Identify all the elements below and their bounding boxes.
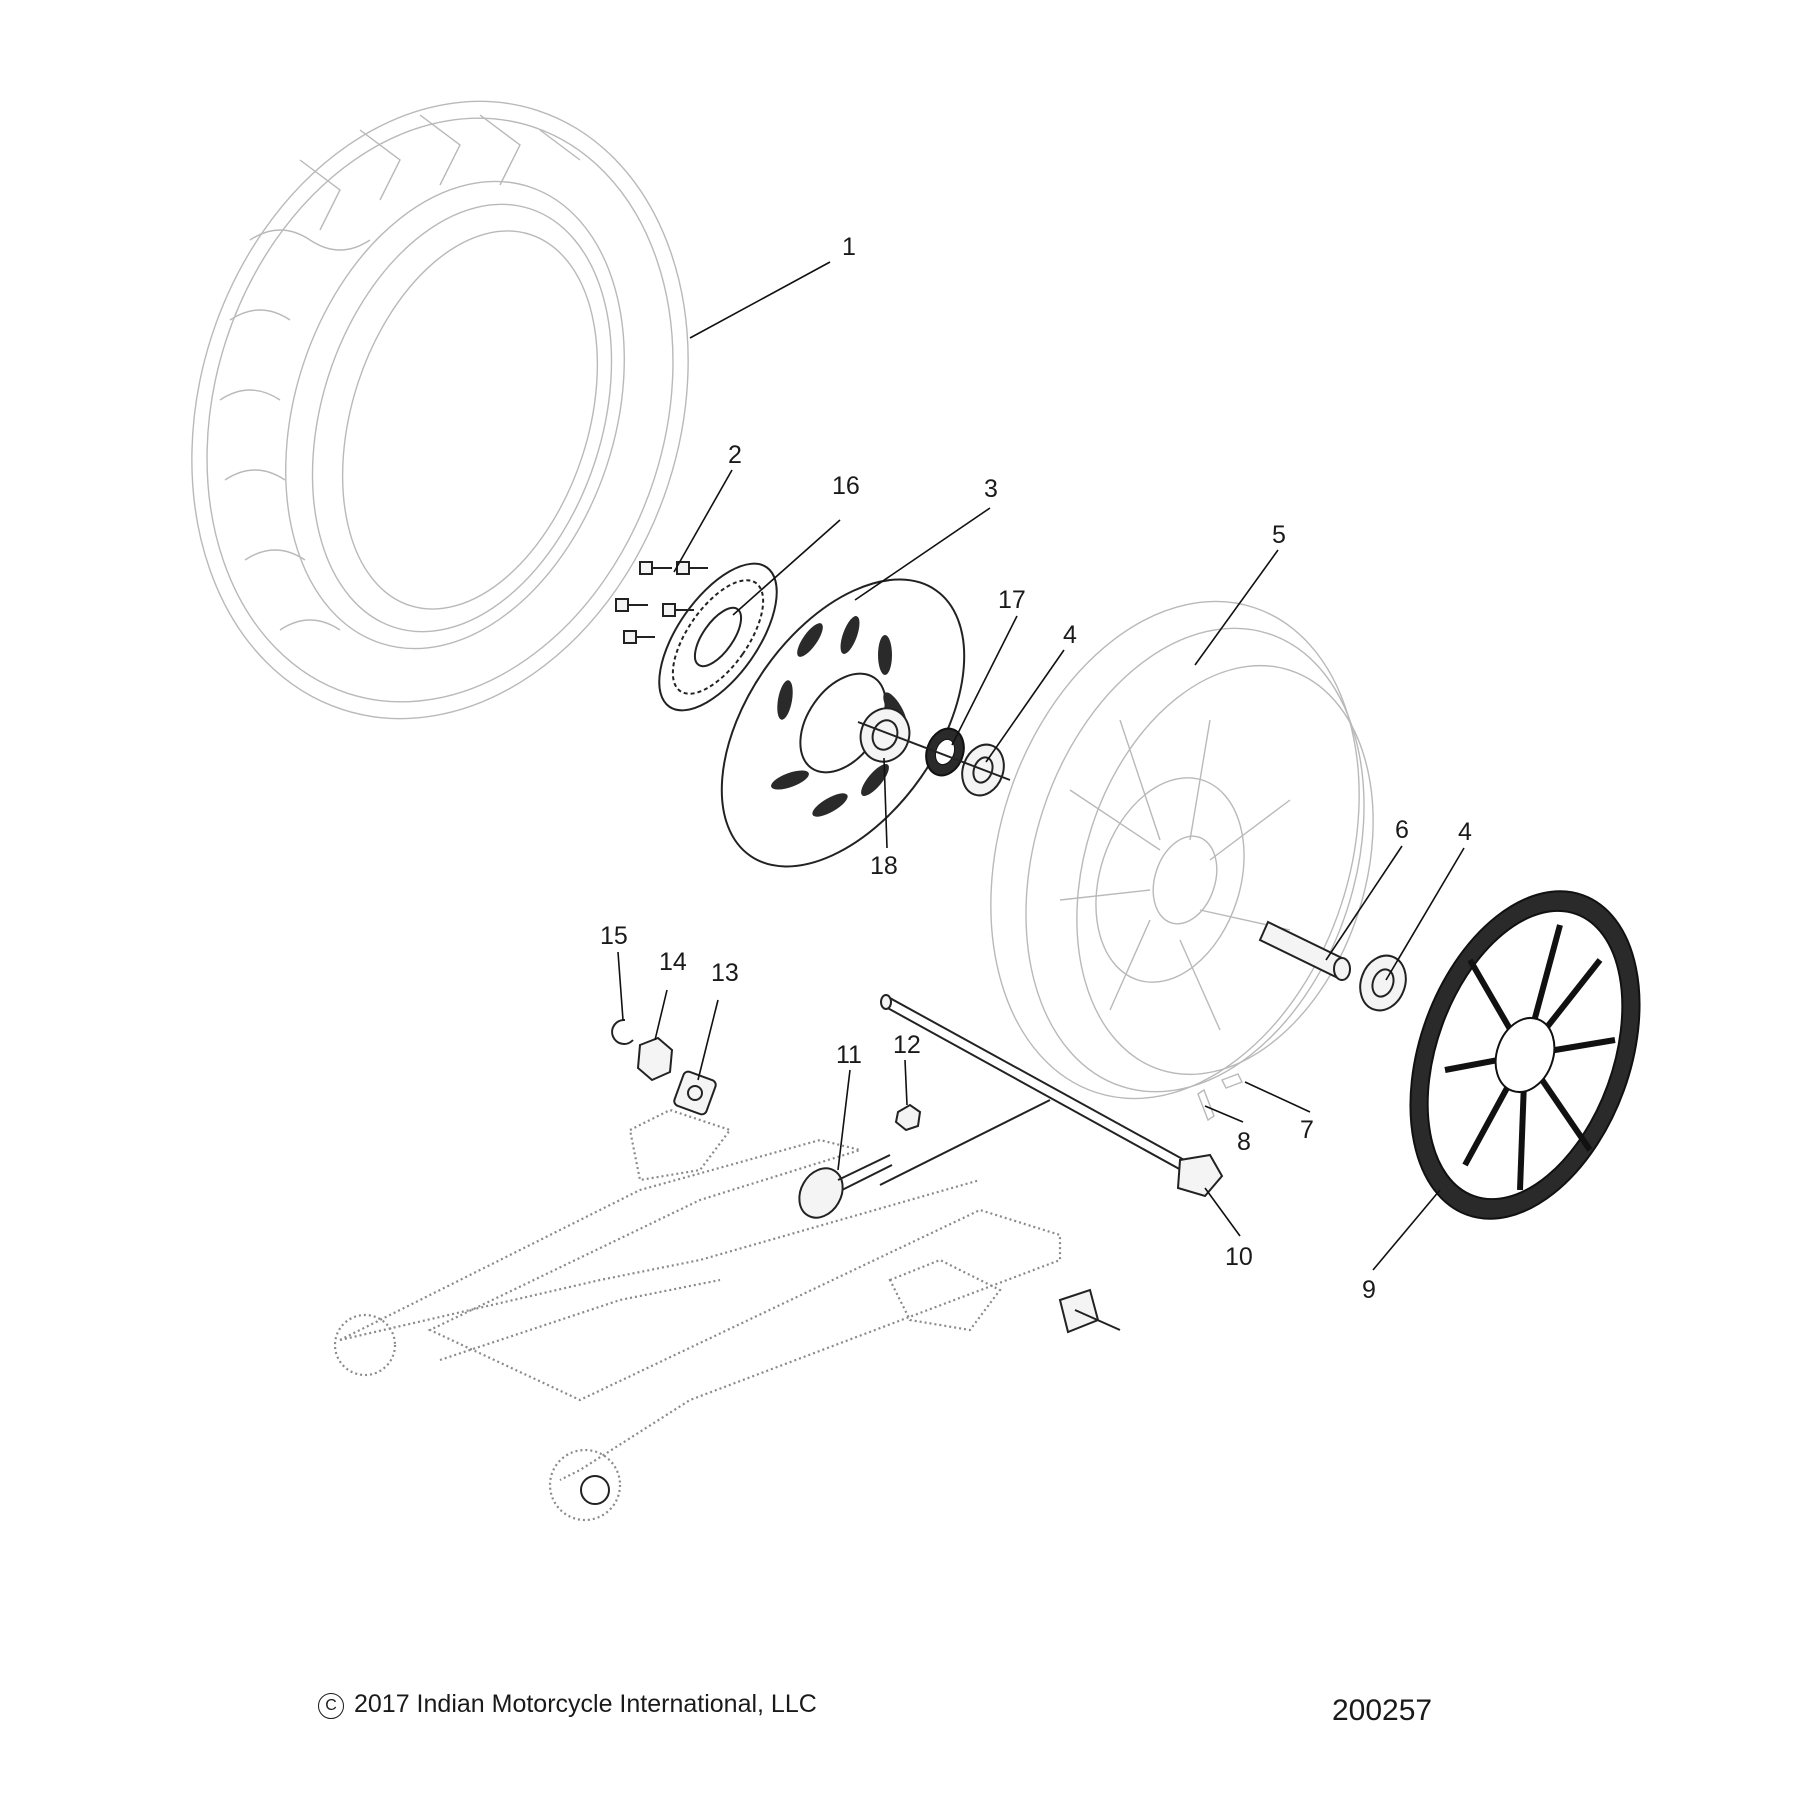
axle-part [879,994,1224,1198]
callout-1: 1 [842,233,856,261]
callout-16: 16 [832,472,860,500]
brake-disc-part [720,578,966,868]
cam-part [636,1036,674,1082]
callout-8: 8 [1237,1128,1251,1156]
leader-lines [617,261,1465,1271]
bolts-part [615,561,708,644]
callout-18: 18 [870,852,898,880]
copyright-text: 2017 Indian Motorcycle International, LL… [354,1690,817,1718]
callout-labels: 1 2 16 3 17 4 5 18 6 4 15 14 13 11 12 7 … [600,233,1472,1304]
pin-part [1197,1088,1215,1122]
callout-17: 17 [998,586,1026,614]
clip-part [1221,1073,1243,1089]
drive-pulley-part [1409,890,1641,1220]
callout-15: 15 [600,922,628,950]
callout-3: 3 [984,475,998,503]
callout-4a: 4 [1063,621,1077,649]
tone-ring-part [658,562,778,712]
tire-part [191,100,689,720]
swingarm-assembly [333,1108,1121,1522]
callout-7: 7 [1300,1116,1314,1144]
sleeve-part [1258,920,1351,981]
wheel-part [990,600,1374,1100]
bearing-right-part [1359,954,1407,1012]
callout-5: 5 [1272,521,1286,549]
adjuster-bolt-part [798,1154,893,1219]
callout-12: 12 [893,1031,921,1059]
callout-2: 2 [728,441,742,469]
callout-14: 14 [659,948,687,976]
callout-13: 13 [711,959,739,987]
callout-6: 6 [1395,816,1409,844]
callout-9: 9 [1362,1276,1376,1304]
nut-part [894,1103,922,1132]
figure-number: 200257 [1332,1694,1433,1727]
callout-10: 10 [1225,1243,1253,1271]
spacer-part [859,707,911,763]
circlip-part [611,1018,634,1045]
copyright-notice: C 2017 Indian Motorcycle International, L… [318,1690,817,1719]
callout-11: 11 [836,1041,862,1069]
callout-4b: 4 [1458,818,1472,846]
adjuster-plate-part [673,1070,717,1116]
copyright-icon: C [318,1693,344,1719]
